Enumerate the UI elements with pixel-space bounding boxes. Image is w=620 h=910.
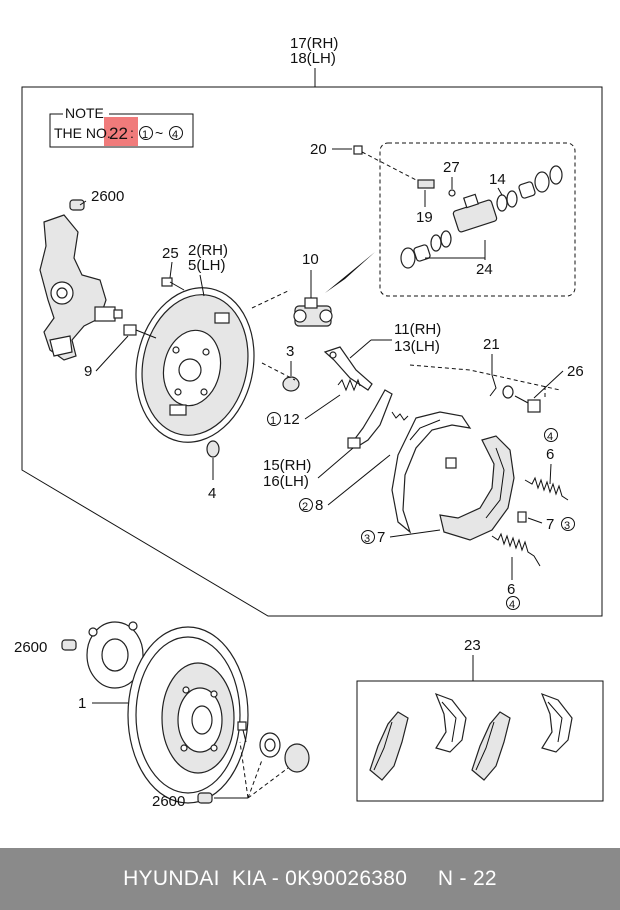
header-label-rh: 17(RH): [290, 35, 338, 52]
bleeder-20: [353, 145, 363, 155]
callout-7-circle-num: 3: [564, 520, 570, 532]
note-tilde: ~: [155, 125, 163, 141]
cylinder-left-parts: [400, 230, 452, 269]
callout-11rh: 11(RH): [394, 321, 441, 338]
part-4: [206, 440, 220, 458]
stud-bottom: [197, 792, 213, 804]
clip-7: [517, 511, 527, 523]
note-highlight: [104, 117, 138, 146]
callout-15rh: 15(RH): [263, 457, 311, 474]
callout-8: 8: [315, 497, 323, 514]
spring-small: [391, 411, 409, 421]
note-range-end: 4: [172, 129, 178, 141]
callout-2600-hub: 2600: [14, 639, 47, 656]
note-circle-start: [139, 126, 153, 140]
bolt-9: [123, 324, 157, 339]
callout-3: 3: [286, 343, 294, 360]
cylinder-right-parts: [518, 165, 563, 199]
note-colon: :: [130, 125, 134, 141]
callout-9: 9: [84, 363, 92, 380]
callout-8-circle: [299, 498, 313, 512]
bleeder-19: [417, 179, 435, 189]
wheel-cylinder-10: [293, 297, 333, 327]
lock-nut: [259, 732, 281, 758]
callout-24: 24: [476, 261, 493, 278]
shoe-kit-23: [369, 692, 573, 781]
callout-37: 7: [377, 529, 385, 546]
backing-plate: [135, 287, 255, 443]
callout-12-circle: [267, 412, 281, 426]
screw: [237, 721, 247, 743]
callout-5lh: 5(LH): [188, 257, 226, 274]
brake-drum: [127, 626, 249, 804]
bolt-25: [161, 277, 185, 291]
bottom-guides: [239, 741, 289, 799]
bolt-26: [502, 385, 541, 413]
callout-21: 21: [483, 336, 500, 353]
callout-12: 12: [283, 411, 300, 428]
callout-12-circle-num: 1: [270, 415, 276, 427]
note-circle-end: [169, 126, 183, 140]
callout-37-circle: [361, 530, 375, 544]
pin-21: [489, 374, 497, 397]
detail-pointer: [325, 252, 375, 293]
note-range-start: 1: [142, 129, 148, 141]
callout-6b-circle: [506, 596, 520, 610]
cylinder-body: [452, 193, 498, 233]
callout-2rh: 2(RH): [188, 242, 228, 259]
stud-bolt: [61, 639, 77, 651]
strut-15-16: [347, 389, 393, 449]
callout-16lh: 16(LH): [263, 473, 309, 490]
note-box: NOTE THE NO. 22 : 1 ~ 4: [49, 105, 194, 148]
spring-12: [337, 378, 361, 392]
callout-6a: 6: [546, 446, 554, 463]
callout-27: 27: [443, 159, 460, 176]
callout-4: 4: [208, 485, 216, 502]
callout-20: 20: [310, 141, 327, 158]
callout-1: 1: [78, 695, 86, 712]
brake-shoe-7: [439, 435, 515, 541]
shoe-kit-box: [356, 680, 604, 802]
footer-bar: HYUNDAI KIA - 0K90026380 N - 22: [0, 848, 620, 910]
callout-23: 23: [464, 637, 481, 654]
adjuster-lever-11-13: [323, 346, 373, 391]
callout-7-circle: [561, 517, 575, 531]
spring-6-lower: [491, 532, 541, 567]
callout-2600-knuckle: 2600: [91, 188, 124, 205]
callout-6a-circle: [544, 428, 558, 442]
callout-6b-circle-num: 4: [509, 599, 515, 611]
callout-6a-circle-num: 4: [547, 431, 553, 443]
callout-8-circle-num: 2: [302, 501, 308, 513]
assembly-frame: [21, 86, 603, 617]
footer-text: HYUNDAI KIA - 0K90026380 N - 22: [123, 867, 497, 890]
callout-2600-bottom: 2600: [152, 793, 185, 810]
callout-13lh: 13(LH): [394, 338, 440, 355]
part-3: [282, 376, 300, 392]
note-prefix: THE NO.: [54, 125, 111, 141]
note-number: 22: [109, 124, 128, 143]
brake-shoe-8: [391, 411, 472, 534]
piston-14: [496, 190, 518, 212]
cylinder-detail-box: [379, 142, 576, 297]
dust-cap: [284, 743, 310, 773]
callout-6b: 6: [507, 581, 515, 598]
note-title: NOTE: [65, 105, 104, 121]
steering-knuckle: [39, 199, 123, 361]
parts-diagram: 17(RH) 18(LH) NOTE THE NO. 22 : 1 ~ 4 26…: [14, 35, 604, 810]
spring-6-upper: [524, 476, 569, 501]
callout-10: 10: [302, 251, 319, 268]
callout-25: 25: [162, 245, 179, 262]
ball-27: [448, 189, 456, 197]
callout-7: 7: [546, 516, 554, 533]
callout-26: 26: [567, 363, 584, 380]
callout-14: 14: [489, 171, 506, 188]
header-label-lh: 18(LH): [290, 50, 336, 67]
callout-37-circle-num: 3: [364, 533, 370, 545]
wheel-hub: [86, 621, 144, 689]
guide-lines: [251, 289, 561, 400]
callout-19: 19: [416, 209, 433, 226]
